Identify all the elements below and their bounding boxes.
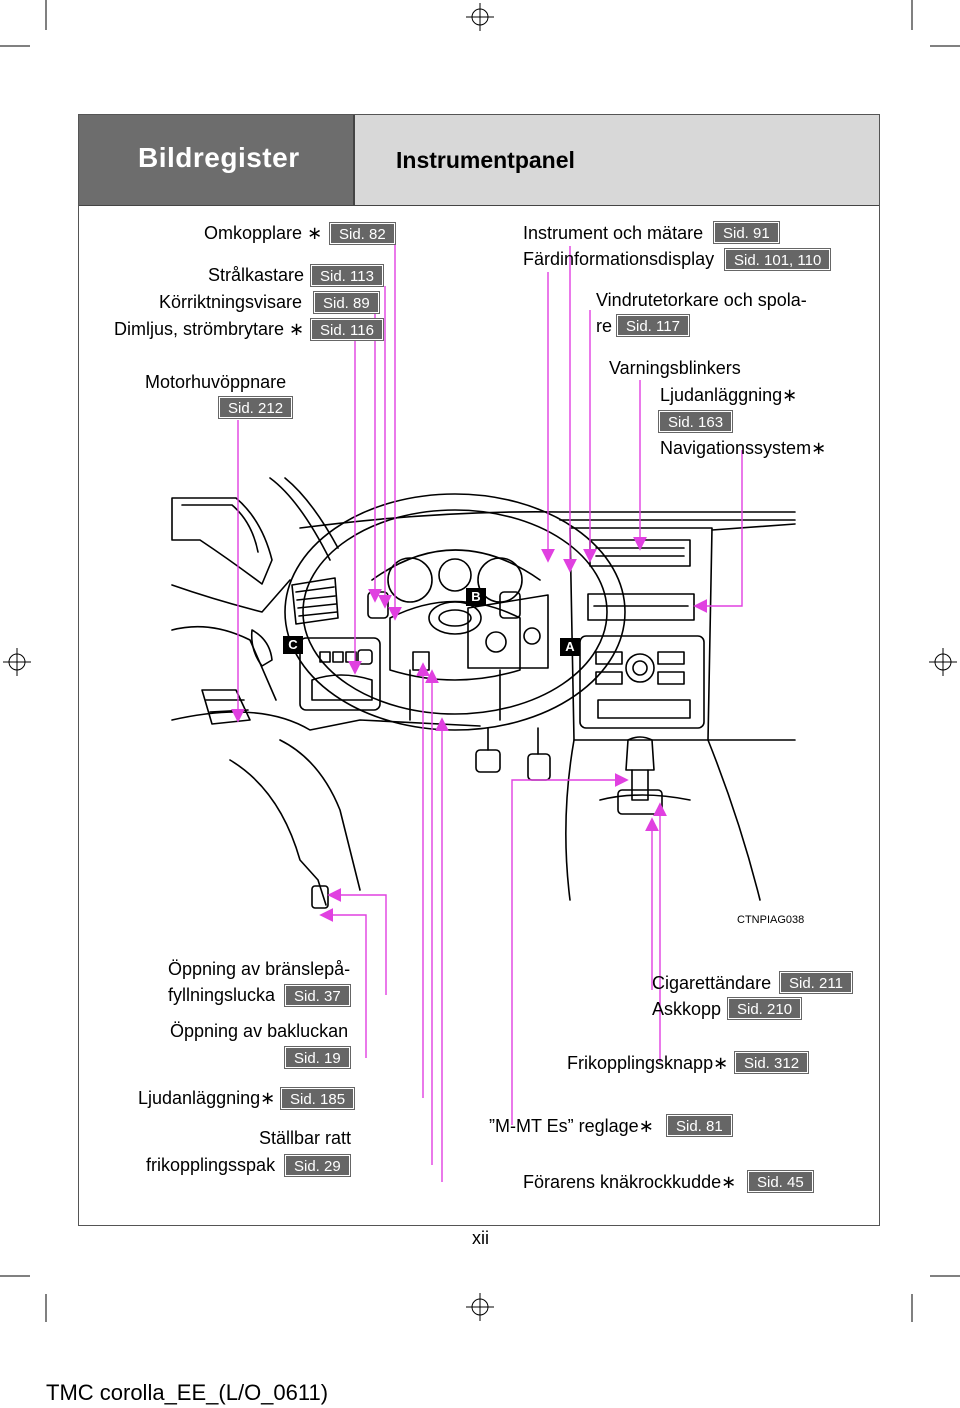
badge-ljudanlaggning-top[interactable]: Sid. 163 xyxy=(657,410,734,433)
badge-askkopp[interactable]: Sid. 210 xyxy=(726,997,803,1020)
badge-bransle[interactable]: Sid. 37 xyxy=(284,984,351,1007)
label-bransle-2: fyllningslucka xyxy=(168,985,276,1005)
marker-b: B xyxy=(466,588,486,606)
label-fardinformationsdisplay: Färdinformationsdisplay xyxy=(523,249,715,269)
marker-a: A xyxy=(560,638,580,656)
label-stallbar-1: Ställbar ratt xyxy=(259,1128,352,1148)
registration-mark-bottom xyxy=(466,1293,494,1321)
badge-knakrockkudde[interactable]: Sid. 45 xyxy=(747,1170,814,1193)
badge-instrument[interactable]: Sid. 91 xyxy=(713,221,780,244)
marker-c: C xyxy=(283,636,303,654)
registration-mark-left xyxy=(3,648,31,676)
badge-motorhuvoppnare[interactable]: Sid. 212 xyxy=(217,396,294,419)
badge-stallbar[interactable]: Sid. 29 xyxy=(284,1154,351,1177)
label-bransle-1: Öppning av bränslepå- xyxy=(168,959,351,979)
page-number: xii xyxy=(472,1228,489,1248)
label-cigarettandare: Cigarettändare xyxy=(652,973,772,993)
badge-ljudanlaggning-bottom[interactable]: Sid. 185 xyxy=(279,1087,356,1110)
footer-filename: TMC corolla_EE_(L/O_0611) xyxy=(46,1380,329,1405)
badge-fardinformationsdisplay[interactable]: Sid. 101, 110 xyxy=(723,248,832,271)
badge-cigarettandare[interactable]: Sid. 211 xyxy=(779,971,853,994)
label-stallbar-2: frikopplingsspak xyxy=(146,1155,276,1175)
badge-dimljus[interactable]: Sid. 116 xyxy=(310,318,384,341)
label-ljudanlaggning-top: Ljudanläggning∗ xyxy=(660,385,798,405)
label-mmt-reglage: ”M-MT Es” reglage∗ xyxy=(489,1116,654,1136)
label-knakrockkudde: Förarens knäkrockkudde∗ xyxy=(523,1172,737,1192)
header-section-tab xyxy=(79,115,355,205)
label-frikopplingsknapp: Frikopplingsknapp∗ xyxy=(567,1053,729,1073)
badge-frikopplingsknapp[interactable]: Sid. 312 xyxy=(733,1051,810,1074)
registration-mark-right xyxy=(929,648,957,676)
badge-stralkastare[interactable]: Sid. 113 xyxy=(310,264,384,287)
label-askkopp: Askkopp xyxy=(652,999,722,1019)
header-title-bar xyxy=(355,115,879,205)
badge-omkopplare[interactable]: Sid. 82 xyxy=(329,222,396,245)
page-title: Instrumentpanel xyxy=(396,147,575,173)
page-frame xyxy=(78,114,880,1226)
badge-vindrutetorkare[interactable]: Sid. 117 xyxy=(616,314,690,337)
label-stralkastare: Strålkastare xyxy=(208,265,305,285)
label-navigationssystem: Navigationssystem∗ xyxy=(660,438,827,458)
badge-baklucka[interactable]: Sid. 19 xyxy=(284,1046,351,1069)
badge-mmt-reglage[interactable]: Sid. 81 xyxy=(666,1114,733,1137)
section-title: Bildregister xyxy=(138,142,300,173)
label-varningsblinkers: Varningsblinkers xyxy=(609,358,741,378)
registration-mark-top xyxy=(466,3,494,31)
badge-korriktningsvisare[interactable]: Sid. 89 xyxy=(313,291,380,314)
label-ljudanlaggning-bottom: Ljudanläggning∗ xyxy=(138,1088,276,1108)
label-instrument: Instrument och mätare xyxy=(523,223,704,243)
label-baklucka: Öppning av bakluckan xyxy=(170,1021,349,1041)
label-omkopplare: Omkopplare ∗ xyxy=(204,223,323,243)
label-vindrutetorkare-2: re xyxy=(596,316,613,336)
label-vindrutetorkare-1: Vindrutetorkare och spola- xyxy=(596,290,807,310)
figure-code: CTNPIAG038 xyxy=(737,914,805,926)
header-divider xyxy=(79,205,879,206)
label-korriktningsvisare: Körriktningsvisare xyxy=(159,292,303,312)
label-dimljus: Dimljus, strömbrytare ∗ xyxy=(114,319,305,339)
label-motorhuvoppnare: Motorhuvöppnare xyxy=(145,372,287,392)
